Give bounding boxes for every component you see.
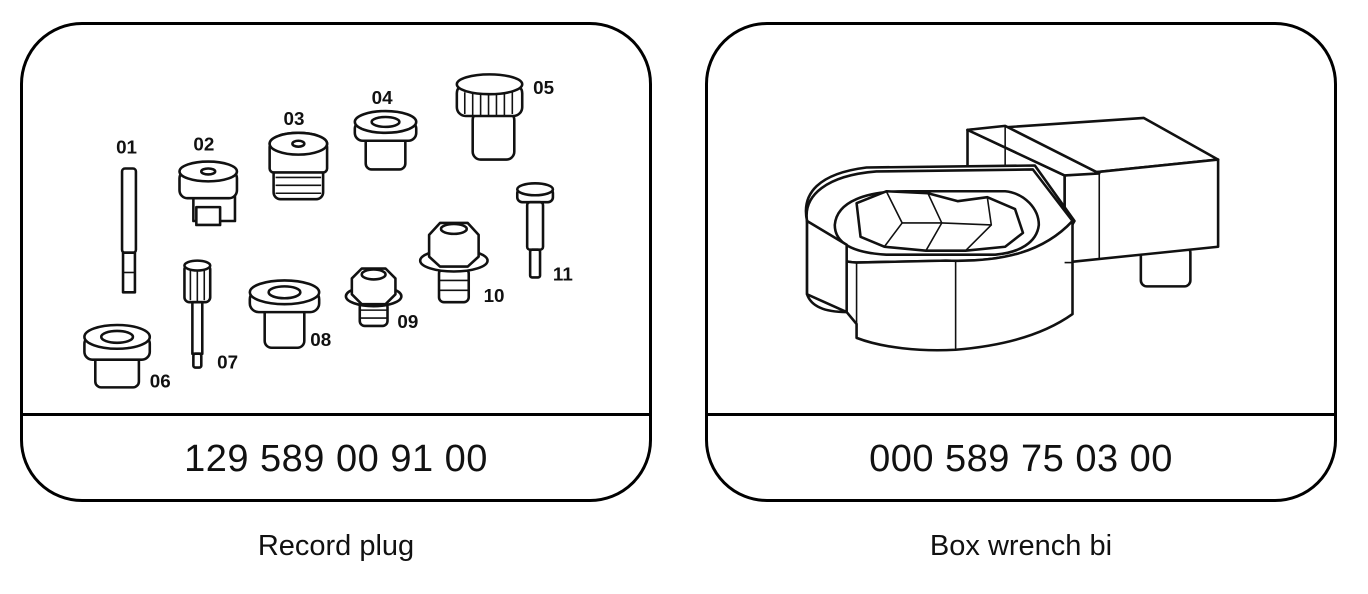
record-plug-set-illustration: 01 02 03 04 [83,73,573,391]
plug-part-06 [83,323,152,389]
part-label-10: 10 [484,285,505,306]
part-label-11: 11 [553,263,573,284]
plug-part-05 [455,73,524,161]
plug-part-07 [183,259,212,369]
part-label-05: 05 [533,77,554,98]
tool-card-record-plug: 01 02 03 04 [20,22,652,502]
plug-part-04 [353,109,418,171]
part-number: 129 589 00 91 00 [184,437,488,480]
part-label-01: 01 [116,137,137,158]
part-label-02: 02 [193,134,214,155]
plug-part-02 [178,160,239,227]
panel-divider [708,413,1334,416]
box-wrench-illustration [804,116,1220,352]
plug-part-03 [268,131,329,201]
tool-caption: Record plug [257,530,415,562]
part-label-08: 08 [310,329,331,350]
panel-divider [23,413,649,416]
plug-part-11 [515,182,555,279]
part-label-09: 09 [397,311,418,332]
part-label-06: 06 [150,370,171,391]
part-label-04: 04 [372,87,393,108]
plug-part-09 [344,267,403,328]
tool-card-box-wrench: 000 589 75 03 00 [705,22,1337,502]
plug-part-10 [418,221,489,304]
part-number: 000 589 75 03 00 [869,437,1173,480]
plug-part-01 [120,167,138,294]
box-wrench-body [804,116,1220,352]
part-label-07: 07 [217,352,238,373]
tool-caption: Box wrench bi [929,530,1113,562]
plug-part-08 [248,279,321,350]
part-label-03: 03 [284,108,305,129]
